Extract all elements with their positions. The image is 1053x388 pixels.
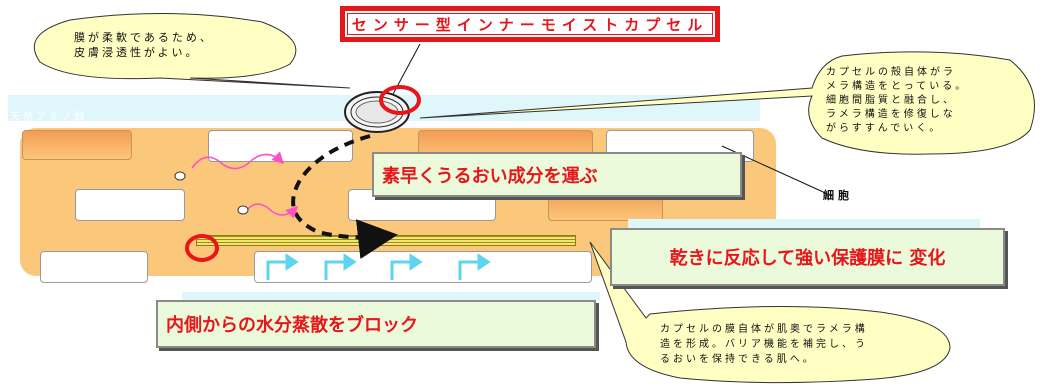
protect-box: 乾きに反応して強い保護膜に 変化 bbox=[610, 228, 1005, 286]
cell-white bbox=[75, 189, 185, 221]
callout-membrane-text: 膜が柔軟であるため、 皮膚浸透性がよい。 bbox=[74, 31, 214, 59]
highlight-circle bbox=[379, 85, 421, 115]
pink-arrow bbox=[191, 151, 285, 170]
callout-membrane-shape bbox=[33, 13, 351, 89]
callout-lamella-text: カプセルの殻自体がラ メラ構造をとっている。 細胞間脂質と融合し、 ラメラ構造を… bbox=[826, 67, 969, 134]
cell-orange bbox=[22, 130, 132, 160]
amino-acid-label: 天然アミノ酸 bbox=[10, 112, 88, 123]
cell-white bbox=[254, 251, 592, 283]
capsule-path-arrow bbox=[291, 134, 398, 259]
pink-arrow bbox=[243, 203, 299, 219]
cell-white bbox=[40, 251, 148, 283]
cyan-strip bbox=[628, 219, 980, 228]
cyan-strip bbox=[182, 292, 600, 300]
cell-label: 細胞 bbox=[823, 189, 853, 202]
callout-lamella-shape bbox=[419, 51, 1035, 155]
page-title: センサー型インナーモイストカプセル bbox=[347, 13, 713, 35]
cyan-arrows bbox=[266, 253, 491, 280]
callout-barrier-text: カプセルの膜自体が肌奥でラメラ構 造を形成。バリア機能を補完し、う るおいを保持… bbox=[660, 324, 868, 365]
callout-barrier-shape bbox=[589, 241, 951, 384]
transport-box: 素早くうるおい成分を運ぶ bbox=[372, 152, 742, 197]
block-box: 内側からの水分蒸散をブロック bbox=[156, 300, 596, 348]
title-box: センサー型インナーモイストカプセル bbox=[340, 6, 720, 42]
highlight-circle bbox=[185, 234, 219, 262]
